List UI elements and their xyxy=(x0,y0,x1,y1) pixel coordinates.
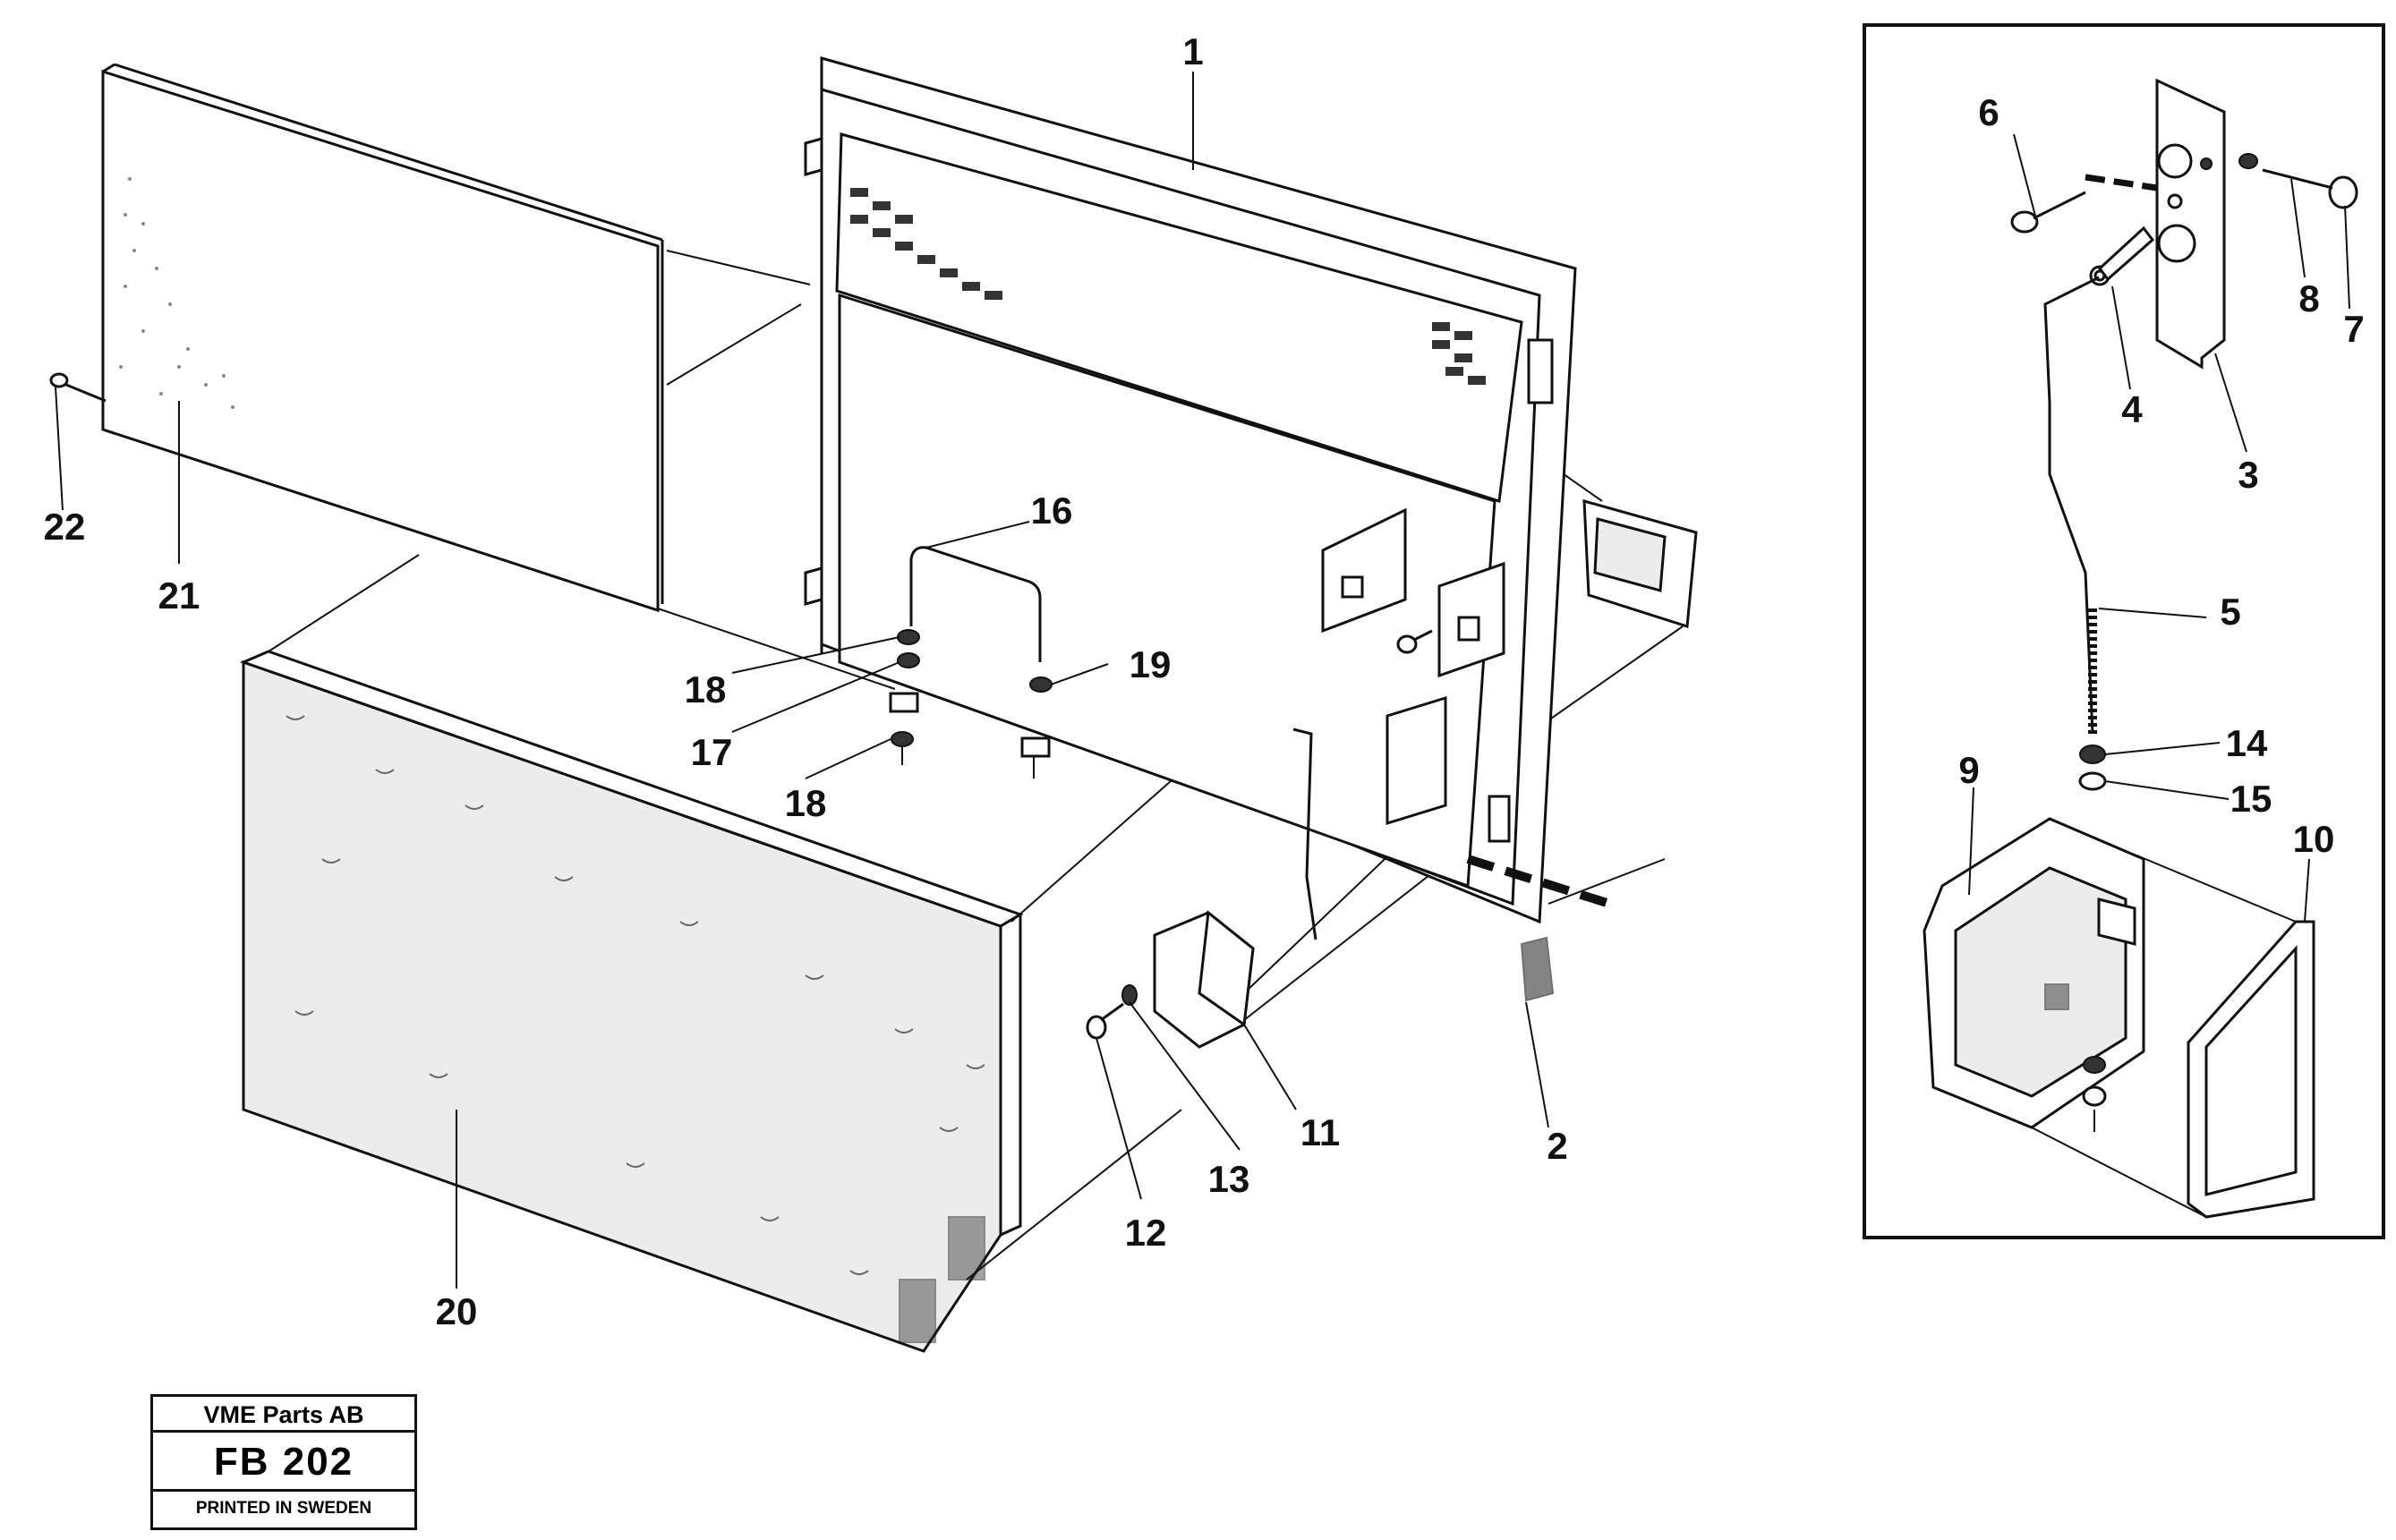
label-4: 4 xyxy=(2121,388,2143,430)
label-11: 11 xyxy=(1300,1111,1340,1153)
label-21: 21 xyxy=(158,574,200,617)
part-12-screw xyxy=(1086,1002,1124,1040)
label-1: 1 xyxy=(1182,30,1203,72)
part-11-bracket xyxy=(1153,910,1255,1049)
label-8: 8 xyxy=(2298,277,2319,319)
printed-in-note: PRINTED IN SWEDEN xyxy=(195,1499,372,1518)
latch-housing xyxy=(1582,498,1698,628)
washers-nuts xyxy=(889,629,1053,779)
title-block: VME Parts AB FB 202 PRINTED IN SWEDEN xyxy=(150,1394,417,1530)
label-12: 12 xyxy=(1125,1212,1167,1254)
part-labels: 1 2 3 4 5 6 7 8 9 10 11 12 13 14 15 16 1… xyxy=(44,30,2365,1332)
company-name: VME Parts AB xyxy=(153,1397,414,1433)
part-13-washer xyxy=(1121,984,1138,1006)
part-16-handle xyxy=(909,546,1042,662)
label-20: 20 xyxy=(436,1290,478,1332)
part-22-screw xyxy=(49,372,107,403)
latch-rod xyxy=(1292,695,1447,940)
label-15: 15 xyxy=(2230,778,2272,820)
label-leaders xyxy=(55,72,2350,1289)
label-14: 14 xyxy=(2226,722,2268,764)
detail-inset xyxy=(1863,23,2385,1239)
label-19: 19 xyxy=(1130,643,1172,685)
label-17: 17 xyxy=(691,731,733,773)
label-13: 13 xyxy=(1208,1158,1250,1200)
label-7: 7 xyxy=(2343,308,2364,350)
label-5: 5 xyxy=(2220,591,2240,633)
hinge-brackets xyxy=(1321,507,1505,678)
label-18: 18 xyxy=(685,668,727,710)
part-2-pad xyxy=(1466,855,1617,1002)
label-22: 22 xyxy=(44,506,86,548)
part-21-rear-panel xyxy=(101,63,664,613)
drawing-code: FB 202 xyxy=(153,1433,414,1492)
part-1-door-frame xyxy=(804,56,1577,924)
part-20-insulation-block xyxy=(239,650,1024,1353)
label-18-lower: 18 xyxy=(785,782,827,824)
label-2: 2 xyxy=(1547,1125,1567,1167)
label-9: 9 xyxy=(1958,749,1979,791)
label-16: 16 xyxy=(1031,489,1073,532)
label-3: 3 xyxy=(2238,454,2258,496)
label-10: 10 xyxy=(2293,818,2335,860)
label-6: 6 xyxy=(1978,91,1999,133)
